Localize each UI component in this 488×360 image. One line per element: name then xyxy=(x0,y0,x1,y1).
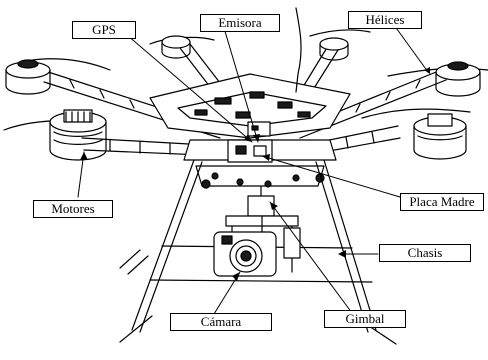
label-gimbal: Gimbal xyxy=(324,310,406,328)
label-emisora: Emisora xyxy=(200,14,280,32)
label-placa-madre: Placa Madre xyxy=(400,193,484,211)
antenna xyxy=(296,8,301,74)
label-helices: Hélices xyxy=(348,11,422,29)
label-gps: GPS xyxy=(72,21,136,39)
label-chasis: Chasis xyxy=(379,244,471,262)
label-camara: Cámara xyxy=(170,313,272,331)
center-plates xyxy=(150,74,350,188)
camera xyxy=(214,232,276,276)
label-motores: Motores xyxy=(33,200,113,218)
